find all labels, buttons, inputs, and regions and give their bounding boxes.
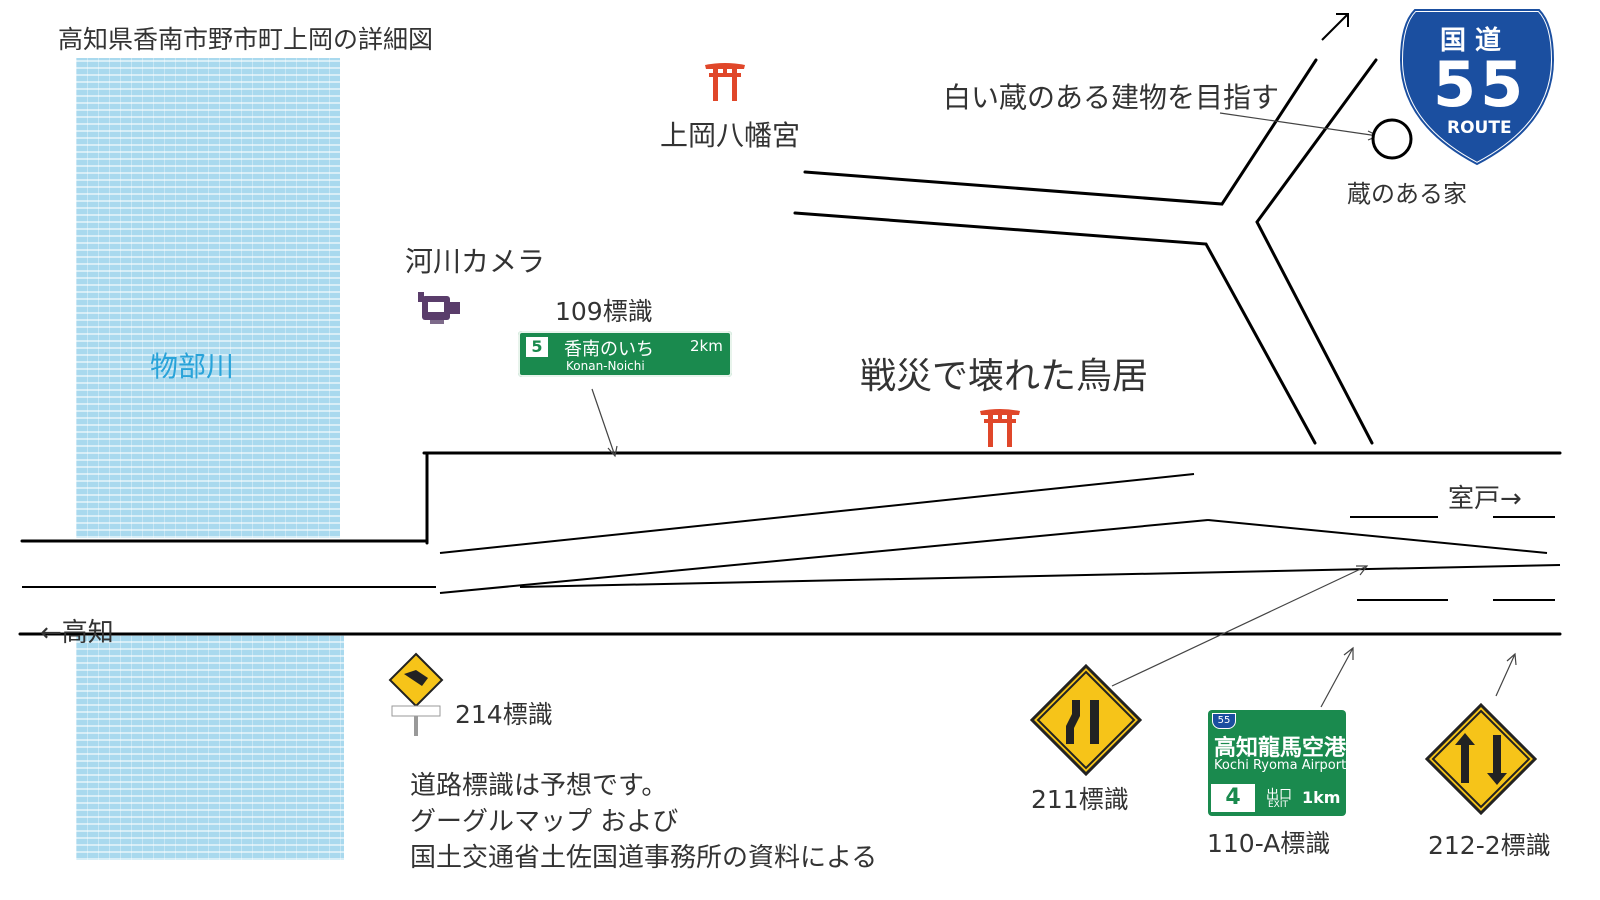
to-muroto-label: 室戸→ [1448,484,1522,514]
pointer-109 [591,388,616,457]
shrine-label: 上岡八幡宮 [660,119,801,152]
route-55-mini-icon: 55 [1212,713,1236,729]
sign-110a-label: 110-A標識 [1207,829,1331,858]
house-label: 蔵のある家 [1347,180,1467,208]
sign-110a-exit-jp: 出口 [1266,788,1293,803]
shield-number: 55 [1433,48,1528,121]
camera-label: 河川カメラ [405,245,546,278]
goal-note: 白い蔵のある建物を目指す [943,81,1280,114]
shield-top-text: 国 道 [1440,26,1502,56]
lane-line [439,473,1195,554]
lane-line [1207,519,1548,554]
sign-109-dist: 2km [690,337,723,355]
sign-110a-exit-en: EXIT [1268,800,1289,810]
pointer-211 [1111,565,1368,687]
source-notes: 道路標識は予想です。 グーグルマップ および 国土交通省土佐国道事務所の資料によ… [410,768,877,876]
sign-2122 [1425,703,1537,815]
note-line: 道路標識は予想です。 [410,771,668,801]
sign-211 [1030,664,1142,776]
road-edge [1255,58,1378,445]
sign-110a-jp: 高知龍馬空港 [1214,736,1347,761]
route-55-shield-icon [1398,8,1556,167]
sign-109-en: Konan-Noichi [566,359,645,373]
note-line: 国土交通省土佐国道事務所の資料による [410,843,878,873]
sign-214 [388,652,444,736]
river-label: 物部川 [150,350,235,383]
pointer-2122 [1495,653,1516,697]
road-edge [803,58,1318,206]
river-lower [76,634,344,860]
sign-110a-number: 4 [1211,784,1255,812]
lane-line [439,519,1209,594]
sign-2122-label: 212-2標識 [1428,831,1551,860]
torii-icon [980,409,1020,447]
north-arrow [1321,13,1349,41]
sign-109-jp: 香南のいち [564,339,654,360]
sign-110a-dist: 1km [1302,788,1341,807]
river-upper [76,58,340,538]
pointer-house [1219,112,1379,137]
note-line: グーグルマップ および [410,807,679,837]
house-marker [1371,118,1413,160]
sign-214-label: 214標識 [455,700,553,729]
camera-icon [418,292,460,324]
map-title: 高知県香南市野市町上岡の詳細図 [58,25,434,54]
broken-torii-label: 戦災で壊れた鳥居 [860,356,1149,397]
torii-icon [705,63,745,101]
to-kochi-label: ←高知 [40,618,114,648]
sign-109-number: 5 [526,337,548,357]
sign-211-label: 211標識 [1031,785,1129,814]
road-edge [793,211,1317,445]
sign-110a-en: Kochi Ryoma Airport [1214,758,1347,773]
shield-route-text: ROUTE [1447,118,1512,138]
pointer-110a [1320,647,1354,708]
sign-110a: 55 高知龍馬空港 Kochi Ryoma Airport 4 出口 EXIT … [1208,710,1346,816]
sign-109-label: 109標識 [555,297,653,326]
sign-109: 5 香南のいち 2km Konan-Noichi [518,331,732,377]
lane-line [519,564,1561,588]
